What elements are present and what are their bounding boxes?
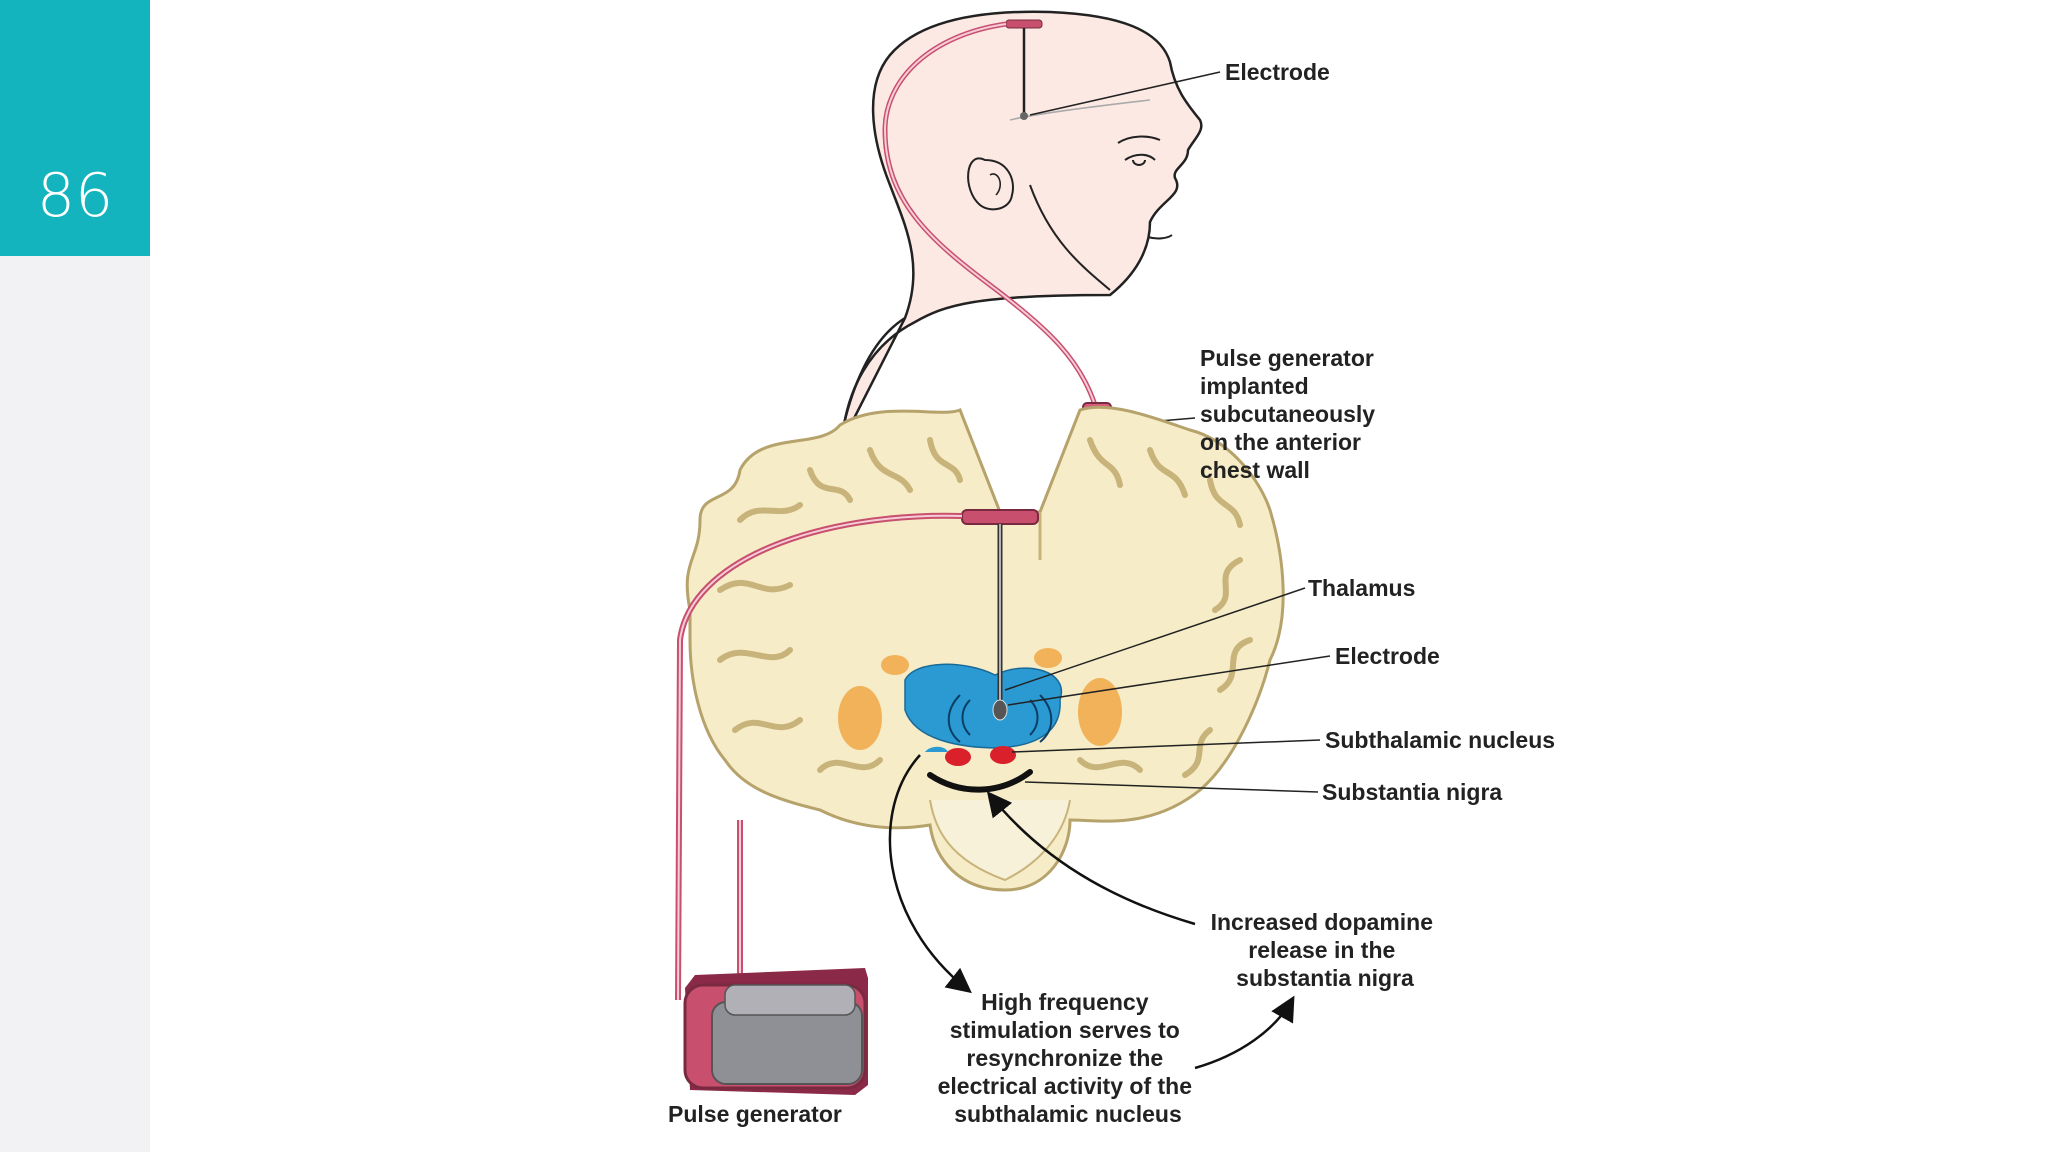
- label-dopamine: Increased dopamine release in the substa…: [1211, 909, 1440, 991]
- slide-number: 86: [36, 161, 114, 231]
- brain-stem: [929, 799, 1071, 882]
- jaw: [1029, 184, 1111, 291]
- label-high-frequency: High frequency stimulation serves to res…: [938, 989, 1199, 1127]
- eye: [1124, 153, 1156, 166]
- label-pulse-generator-chest: Pulse generator implanted subcutaneously…: [1200, 345, 1382, 483]
- brain-electrode-cap: [961, 509, 1039, 525]
- label-substantia-nigra: Substantia nigra: [1322, 779, 1502, 805]
- head-skin: [840, 10, 1203, 443]
- pulse-generator-device: [683, 968, 868, 1095]
- head-electrode-cap: [1005, 19, 1043, 29]
- electrode-tip: [992, 699, 1008, 721]
- mouth: [1147, 234, 1173, 240]
- label-thalamus: Thalamus: [1308, 575, 1415, 601]
- label-pulse-generator: Pulse generator: [668, 1101, 842, 1127]
- ear: [967, 157, 1014, 211]
- subthalamic-nucleus-right: [990, 746, 1016, 764]
- arrow-up-dopamine: [1194, 995, 1295, 1070]
- eyebrow: [1117, 135, 1161, 144]
- label-electrode-brain: Electrode: [1335, 643, 1440, 669]
- arrow-to-dopamine: [986, 791, 1196, 926]
- subthalamic-nucleus-left: [945, 748, 971, 766]
- substantia-nigra: [927, 769, 1033, 793]
- putamen-left: [838, 686, 882, 750]
- slide-number-badge: 86: [0, 0, 150, 256]
- label-electrode-head: Electrode: [1225, 59, 1330, 85]
- label-subthalamic-nucleus: Subthalamic nucleus: [1325, 727, 1555, 753]
- arrow-to-high-frequency: [888, 754, 972, 994]
- head-illustration: [838, 10, 1203, 456]
- thalamus-shape: [904, 663, 1063, 749]
- brain-section: [675, 405, 1285, 1001]
- putamen-right: [1078, 678, 1122, 746]
